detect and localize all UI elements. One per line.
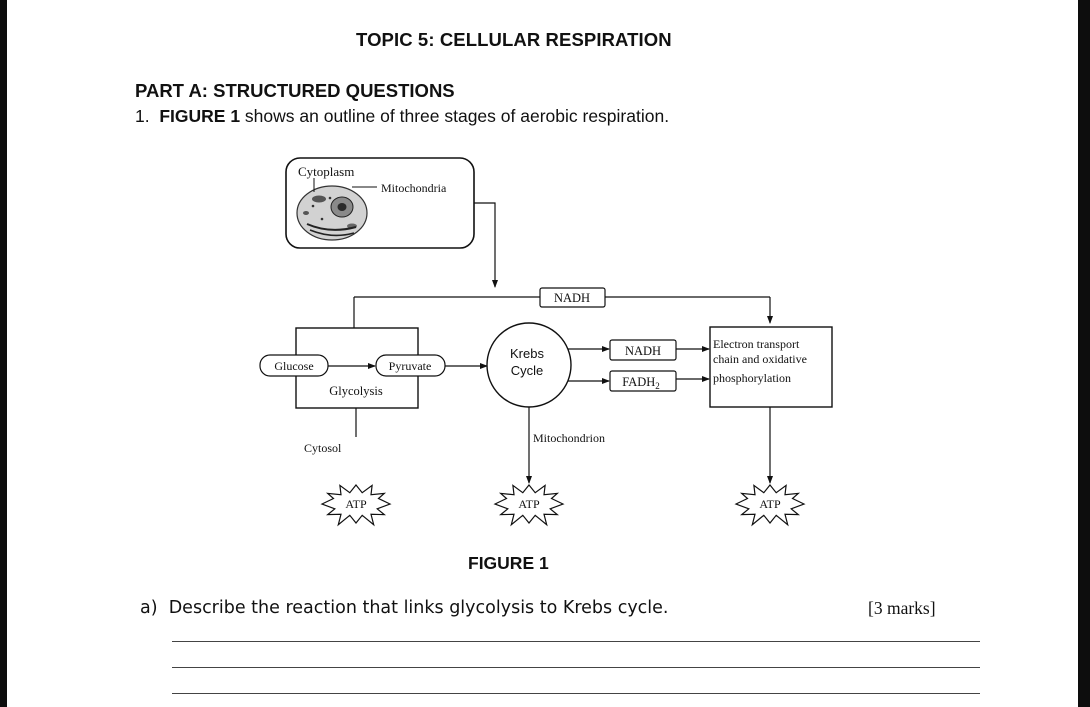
atp-label-etc: ATP <box>759 497 781 511</box>
mitochondria-label: Mitochondria <box>381 181 447 195</box>
part-a-title: PART A: STRUCTURED QUESTIONS <box>135 80 455 101</box>
fadh2-box <box>609 370 677 392</box>
nadh-right-box <box>609 339 677 361</box>
question-a-marks: [3 marks] <box>868 598 936 618</box>
atp-burst-etc <box>734 484 806 527</box>
topic-title: TOPIC 5: CELLULAR RESPIRATION <box>356 29 672 50</box>
question-1-figure-ref: FIGURE 1 <box>159 106 241 126</box>
question-1-text: shows an outline of three stages of aero… <box>240 106 670 126</box>
atp-burst-krebs <box>493 484 565 527</box>
answer-line <box>172 693 980 694</box>
atp-label-glycolysis: ATP <box>345 497 367 511</box>
question-a-label: a) <box>140 598 158 618</box>
figure-caption: FIGURE 1 <box>468 553 549 573</box>
etc-box <box>709 326 833 408</box>
question-a-text: Describe the reaction that links glycoly… <box>168 598 669 618</box>
etc-label-line3: phosphorylation <box>713 371 791 385</box>
cell-illustration <box>296 185 368 241</box>
etc-label-line1: Electron transport <box>713 337 800 351</box>
answer-line <box>172 667 980 668</box>
question-a: a) Describe the reaction that links glyc… <box>140 598 669 618</box>
krebs-label-line2: Cycle <box>511 363 544 378</box>
krebs-label-line1: Krebs <box>510 346 544 361</box>
question-1-number: 1. <box>135 106 150 126</box>
nadh-top-box <box>539 287 606 308</box>
page-edge-left <box>0 0 7 707</box>
fadh2-label: FADH2 <box>622 375 660 391</box>
glucose-label: Glucose <box>274 359 313 373</box>
nadh-top-label: NADH <box>554 291 590 305</box>
glycolysis-label: Glycolysis <box>329 384 383 398</box>
etc-label-line2: chain and oxidative <box>713 352 807 366</box>
atp-burst-glycolysis <box>320 484 392 527</box>
cytoplasm-label: Cytoplasm <box>298 164 354 179</box>
mitochondrion-label: Mitochondrion <box>533 431 605 445</box>
atp-label-krebs: ATP <box>518 497 540 511</box>
pyruvate-label: Pyruvate <box>389 359 432 373</box>
page-edge-right <box>1078 0 1090 707</box>
nadh-right-label: NADH <box>625 344 661 358</box>
cytosol-label: Cytosol <box>304 441 342 455</box>
connector-panel-to-bus <box>474 202 498 288</box>
answer-line <box>172 641 980 642</box>
question-1: 1. FIGURE 1 shows an outline of three st… <box>135 106 669 127</box>
